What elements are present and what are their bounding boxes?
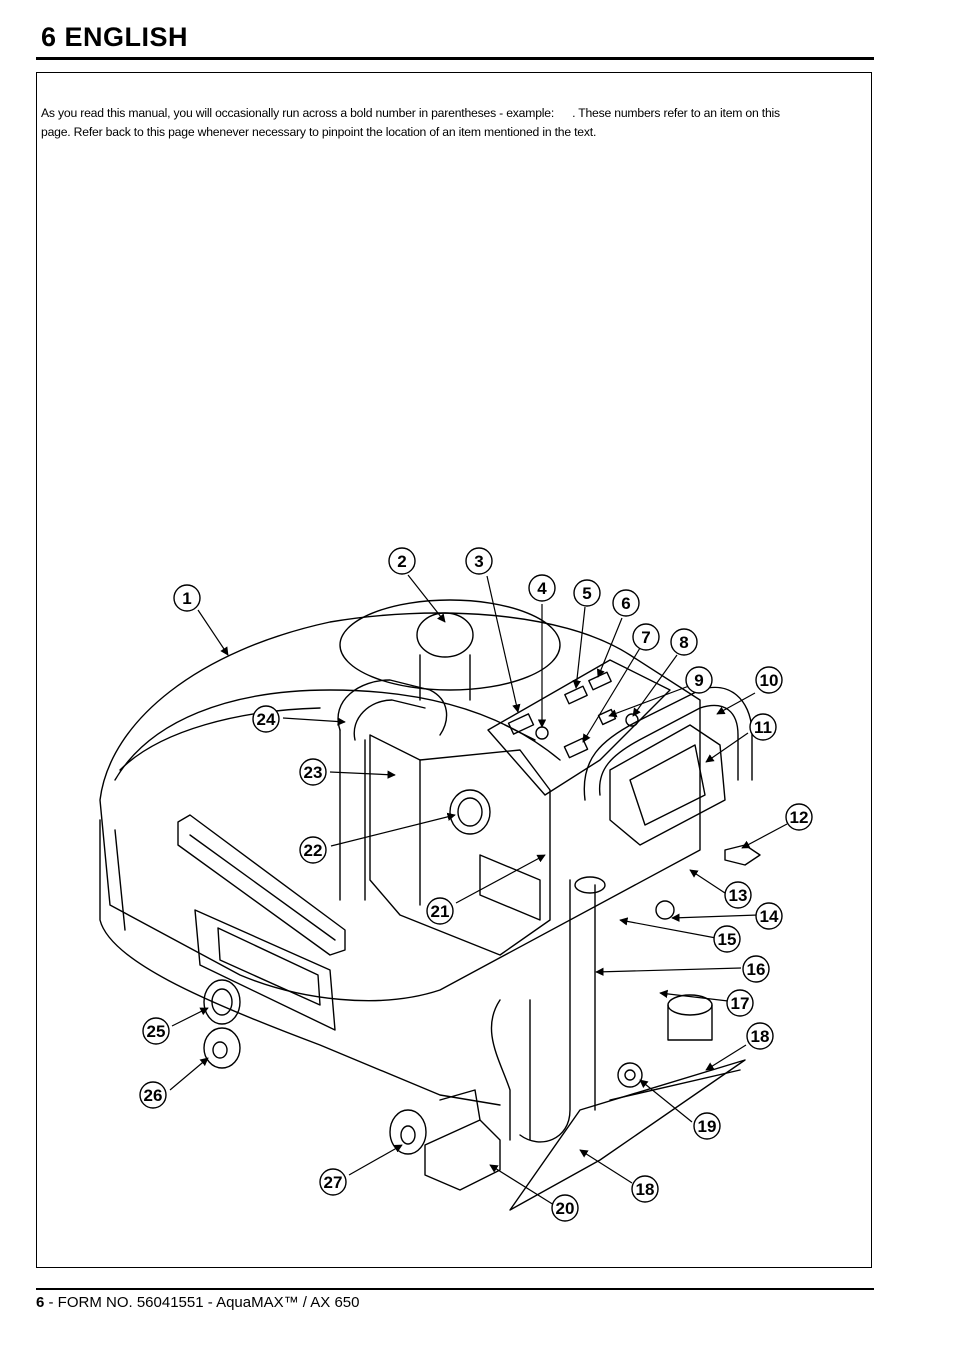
callout-circle [551, 1194, 579, 1222]
callout-circle [631, 1175, 659, 1203]
callout-circle [713, 925, 741, 953]
callout-label: 1 [182, 589, 191, 608]
callout-circle [528, 574, 556, 602]
callout-6: 6 [612, 589, 640, 617]
callout-12: 12 [785, 803, 813, 831]
callout-label: 9 [694, 671, 703, 690]
callout-label: 7 [641, 628, 650, 647]
callout-label: 27 [324, 1173, 343, 1192]
callout-1: 1 [173, 584, 201, 612]
leader-lines [169, 574, 788, 1206]
callout-label: 19 [698, 1117, 717, 1136]
page-title: 6 ENGLISH [41, 22, 189, 52]
callout-circle [685, 666, 713, 694]
callout-circle [742, 955, 770, 983]
header-divider [36, 57, 874, 60]
callout-circle [693, 1112, 721, 1140]
callout-circle [142, 1017, 170, 1045]
intro-text-part2: . These numbers refer to an item on this [572, 106, 780, 120]
callout-16: 16 [742, 955, 770, 983]
callout-22: 22 [299, 836, 327, 864]
callout-label: 18 [636, 1180, 655, 1199]
callout-circle [726, 989, 754, 1017]
callout-4: 4 [528, 574, 556, 602]
callout-21: 21 [426, 897, 454, 925]
callout-24: 24 [252, 705, 280, 733]
callout-label: 13 [729, 886, 748, 905]
callout-circle [252, 705, 280, 733]
callout-label: 17 [731, 994, 750, 1013]
callout-label: 26 [144, 1086, 163, 1105]
callout-18: 18 [746, 1022, 774, 1050]
callout-circle [465, 547, 493, 575]
callout-circle [573, 579, 601, 607]
callout-label: 3 [474, 552, 483, 571]
callout-18: 18 [631, 1175, 659, 1203]
callout-15: 15 [713, 925, 741, 953]
content-frame [36, 72, 872, 1268]
callout-3: 3 [465, 547, 493, 575]
callout-circle [612, 589, 640, 617]
callout-11: 11 [749, 713, 777, 741]
callout-circle [724, 881, 752, 909]
callout-10: 10 [755, 666, 783, 694]
callout-label: 5 [582, 584, 591, 603]
intro-text-line2: page. Refer back to this page whenever n… [41, 125, 597, 139]
callout-label: 22 [304, 841, 323, 860]
footer: 6 - FORM NO. 56041551 - AquaMAX™ / AX 65… [36, 1294, 360, 1311]
callout-label: 15 [718, 930, 737, 949]
callout-circle [755, 902, 783, 930]
machine-drawing [99, 599, 761, 1211]
callout-20: 20 [551, 1194, 579, 1222]
callout-19: 19 [693, 1112, 721, 1140]
callout-13: 13 [724, 881, 752, 909]
callout-circle [426, 897, 454, 925]
callout-label: 6 [621, 594, 630, 613]
callout-5: 5 [573, 579, 601, 607]
callout-14: 14 [755, 902, 783, 930]
page-number: 6 [36, 1294, 45, 1311]
callout-7: 7 [632, 623, 660, 651]
callout-27: 27 [319, 1168, 347, 1196]
callout-label: 25 [147, 1022, 166, 1041]
callout-circle [785, 803, 813, 831]
callout-circle [670, 628, 698, 656]
callout-circle [632, 623, 660, 651]
callout-label: 16 [747, 960, 766, 979]
callout-circle [299, 758, 327, 786]
callout-label: 12 [790, 808, 809, 827]
callout-label: 23 [304, 763, 323, 782]
callout-circle [299, 836, 327, 864]
callout-17: 17 [726, 989, 754, 1017]
footer-text: - FORM NO. 56041551 - AquaMAX™ / AX 650 [44, 1294, 360, 1311]
callout-2: 2 [388, 547, 416, 575]
footer-divider [36, 1288, 874, 1290]
callout-label: 10 [760, 671, 779, 690]
intro-text-part1: As you read this manual, you will occasi… [41, 106, 555, 120]
callout-circle [749, 713, 777, 741]
callout-8: 8 [670, 628, 698, 656]
callout-label: 21 [431, 902, 450, 921]
callout-label: 2 [397, 552, 406, 571]
callout-circle [388, 547, 416, 575]
callout-label: 20 [556, 1199, 575, 1218]
callout-label: 11 [754, 718, 772, 737]
callout-label: 14 [760, 907, 779, 926]
callout-26: 26 [139, 1081, 167, 1109]
callout-circle [746, 1022, 774, 1050]
callout-25: 25 [142, 1017, 170, 1045]
callout-label: 8 [679, 633, 688, 652]
callout-label: 24 [257, 710, 276, 729]
callout-label: 4 [537, 579, 547, 598]
callout-circle [755, 666, 783, 694]
callout-circle [139, 1081, 167, 1109]
intro-paragraph: As you read this manual, you will occasi… [41, 104, 856, 142]
callout-circle [319, 1168, 347, 1196]
callout-label: 18 [751, 1027, 770, 1046]
callout-circle [173, 584, 201, 612]
callout-9: 9 [685, 666, 713, 694]
callout-23: 23 [299, 758, 327, 786]
